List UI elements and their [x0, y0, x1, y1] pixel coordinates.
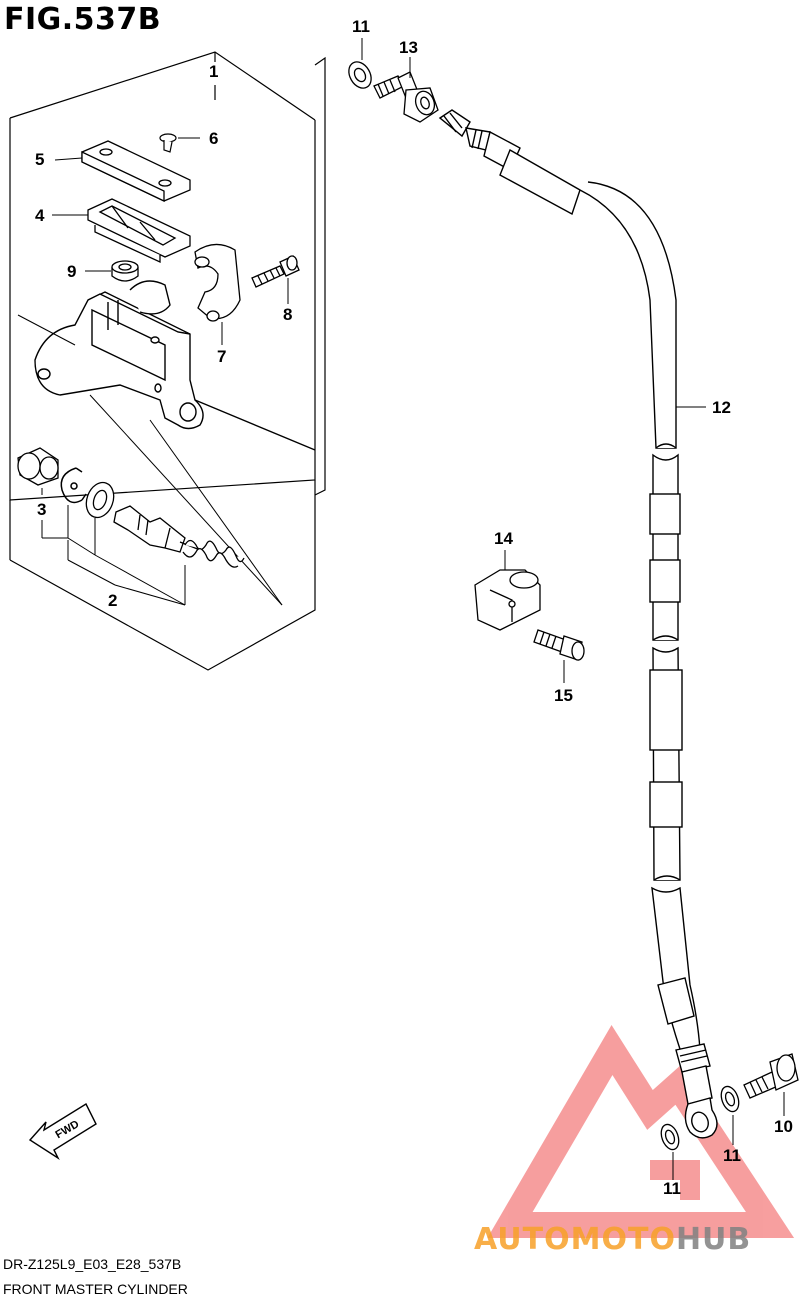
- piston-boot: [17, 447, 59, 486]
- callout-14: 14: [494, 529, 513, 548]
- callout-labels: 1 2 3 4 5 6 7 8 9 10 11 11 11 12 13 14 1…: [35, 17, 793, 1198]
- callout-10: 10: [774, 1117, 793, 1136]
- callout-13: 13: [399, 38, 418, 57]
- handlebar-clamp: [194, 243, 241, 322]
- banjo-washer-lower-1: [720, 1085, 740, 1113]
- reservoir-cap: [81, 140, 191, 203]
- callout-1: 1: [209, 62, 218, 81]
- watermark-logo: [487, 1024, 795, 1238]
- leader-5: [54, 157, 83, 161]
- circlip: [60, 467, 87, 504]
- figure-title: FIG.537B: [4, 2, 162, 37]
- callout-11-lower: 11: [723, 1146, 741, 1165]
- banjo-bolt: [743, 1053, 799, 1099]
- callout-3: 3: [37, 500, 46, 519]
- callout-11-bottom: 11: [663, 1179, 681, 1198]
- master-cylinder-assembly-box: [9, 51, 316, 671]
- callout-6: 6: [209, 129, 218, 148]
- callout-11-top: 11: [352, 17, 370, 36]
- callout-9: 9: [67, 262, 76, 281]
- clamp-bolt-15: [533, 629, 585, 661]
- callout-8: 8: [283, 305, 292, 324]
- boot-grommet: [111, 260, 139, 282]
- diaphragm-plate: [87, 198, 191, 264]
- hose-bracket-line: [314, 56, 326, 496]
- callout-5: 5: [35, 150, 44, 169]
- figure-code: DR-Z125L9_E03_E28_537B: [3, 1256, 182, 1272]
- cap-screw: [159, 133, 177, 153]
- brake-hose: [438, 109, 718, 1139]
- figure-name: FRONT MASTER CYLINDER: [3, 1281, 188, 1297]
- banjo-washer-top: [348, 61, 372, 89]
- banjo-washer-lower-2: [660, 1123, 680, 1151]
- callout-7: 7: [217, 347, 226, 366]
- assembly-guide-lines: [17, 314, 283, 606]
- group-brackets: [41, 488, 186, 606]
- callout-2: 2: [108, 591, 117, 610]
- clamp-bolt: [251, 255, 300, 288]
- watermark-part-1: AUTOMOTO: [474, 1222, 676, 1257]
- piston-spring-set: [113, 505, 245, 568]
- watermark-text: AUTOMOTOHUB: [474, 1222, 751, 1257]
- fwd-arrow-icon: FWD: [28, 1103, 97, 1160]
- hose-clamp: [474, 569, 541, 631]
- master-cylinder-body: [34, 280, 316, 451]
- callout-4: 4: [35, 206, 45, 225]
- callout-15: 15: [554, 686, 573, 705]
- watermark-part-2: HUB: [675, 1222, 752, 1257]
- washer: [85, 481, 115, 519]
- callout-12: 12: [712, 398, 731, 417]
- hose-fitting: [373, 71, 439, 123]
